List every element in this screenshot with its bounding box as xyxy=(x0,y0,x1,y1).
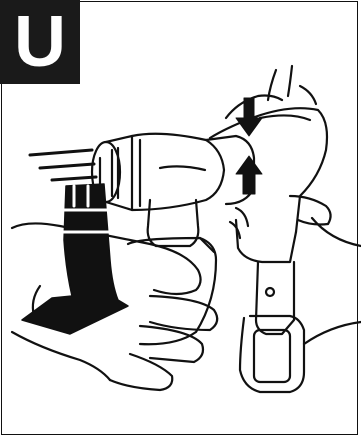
paint-cup xyxy=(128,200,216,344)
step-letter-badge: U xyxy=(0,0,80,84)
sprayer-front xyxy=(92,134,254,210)
rotation-arrow xyxy=(22,184,128,334)
sprayer-body xyxy=(210,108,361,392)
right-hand xyxy=(226,66,361,246)
motion-lines xyxy=(30,150,96,180)
